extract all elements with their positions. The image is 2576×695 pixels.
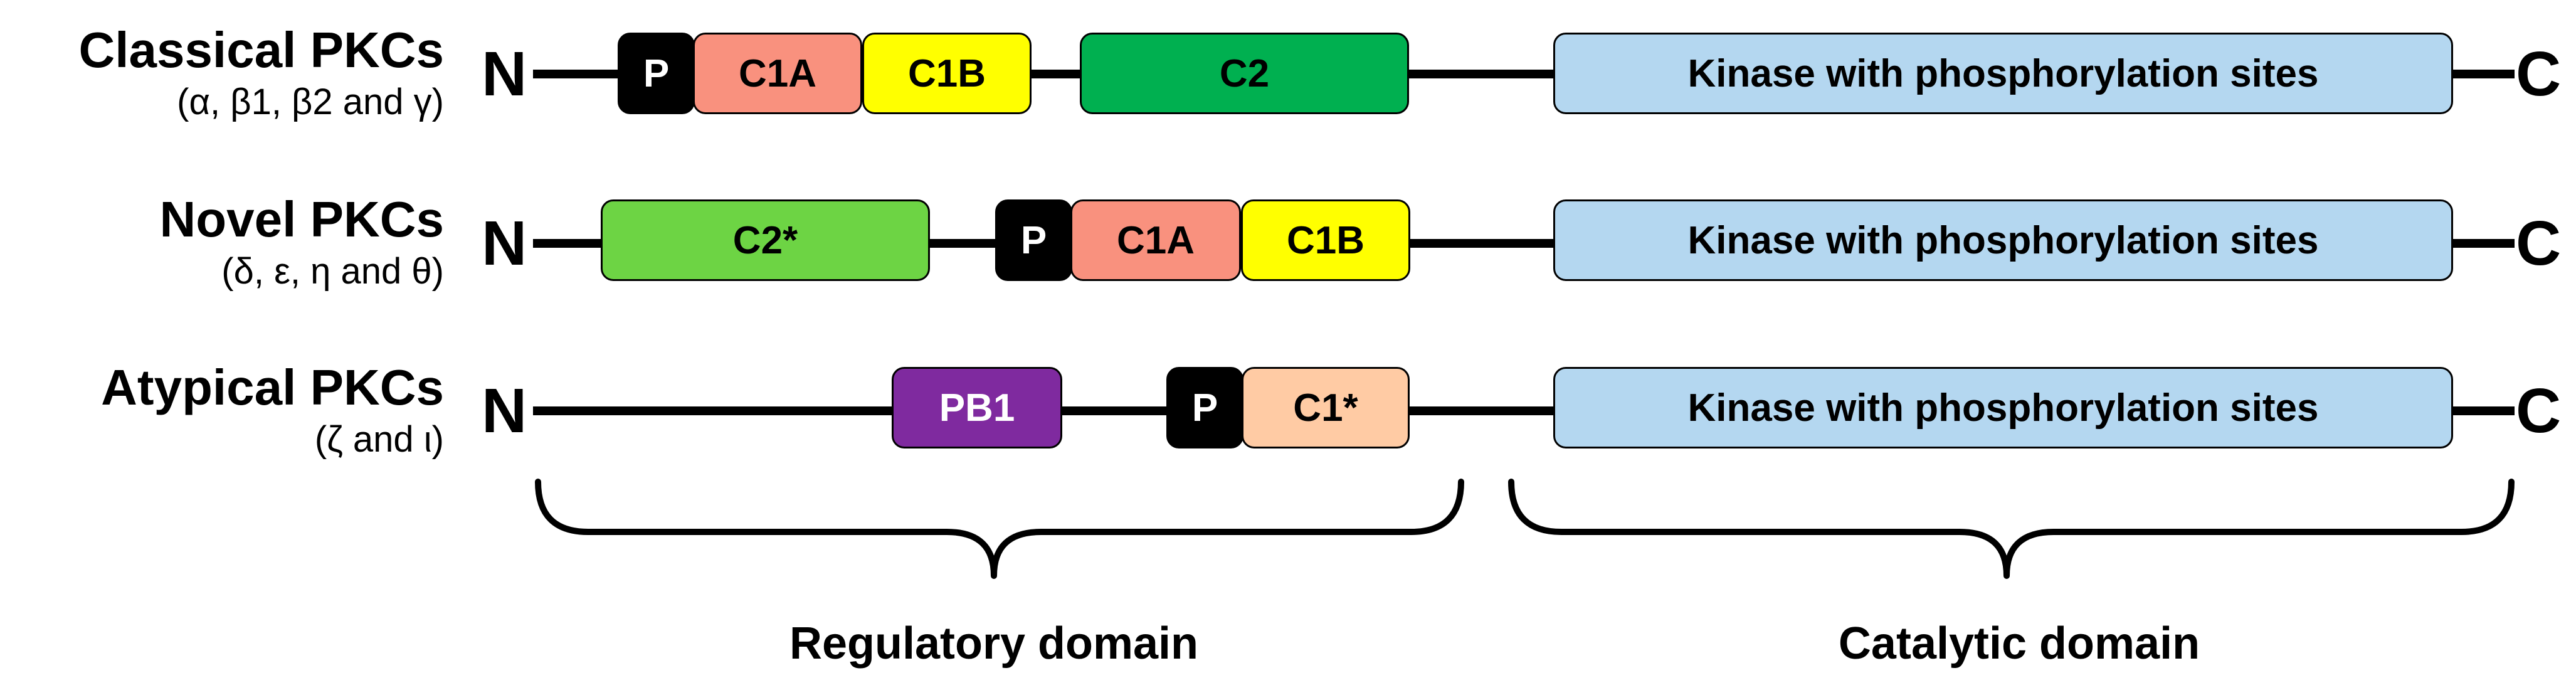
- domain-p: P: [995, 199, 1072, 281]
- domain-p: P: [1166, 367, 1243, 448]
- domain-p: P: [618, 33, 695, 114]
- row-subtitle: (δ, ε, η and θ): [221, 251, 444, 292]
- catalytic-domain-label: Catalytic domain: [1838, 618, 2200, 669]
- row-title: Classical PKCs: [78, 22, 444, 78]
- row-label-novel: Novel PKCs (δ, ε, η and θ): [160, 194, 444, 290]
- c-terminal: C: [2516, 376, 2562, 446]
- row-subtitle: (α, β1, β2 and γ): [177, 82, 444, 122]
- regulatory-domain-label: Regulatory domain: [789, 618, 1199, 669]
- domain-c1-star: C1*: [1242, 367, 1410, 448]
- domain-c1b: C1B: [1241, 199, 1410, 281]
- domain-c1a: C1A: [1070, 199, 1241, 281]
- c-terminal: C: [2516, 208, 2562, 279]
- row-subtitle: (ζ and ι): [314, 419, 444, 460]
- domain-c2-star: C2*: [601, 199, 930, 281]
- row-label-classical: Classical PKCs (α, β1, β2 and γ): [78, 25, 444, 120]
- domain-kinase: Kinase with phosphorylation sites: [1553, 33, 2453, 114]
- row-title: Atypical PKCs: [101, 359, 444, 415]
- c-terminal: C: [2516, 39, 2562, 109]
- domain-kinase: Kinase with phosphorylation sites: [1553, 199, 2453, 281]
- row-title: Novel PKCs: [159, 191, 444, 247]
- domain-c1a: C1A: [693, 33, 862, 114]
- n-terminal: N: [482, 208, 527, 279]
- domain-pb1: PB1: [892, 367, 1062, 448]
- catalytic-brace: [1508, 479, 2515, 579]
- n-terminal: N: [482, 376, 527, 446]
- regulatory-brace: [535, 479, 1464, 579]
- row-label-atypical: Atypical PKCs (ζ and ι): [101, 363, 444, 458]
- n-terminal: N: [482, 39, 527, 109]
- domain-c1b: C1B: [862, 33, 1032, 114]
- domain-c2: C2: [1080, 33, 1409, 114]
- domain-kinase: Kinase with phosphorylation sites: [1553, 367, 2453, 448]
